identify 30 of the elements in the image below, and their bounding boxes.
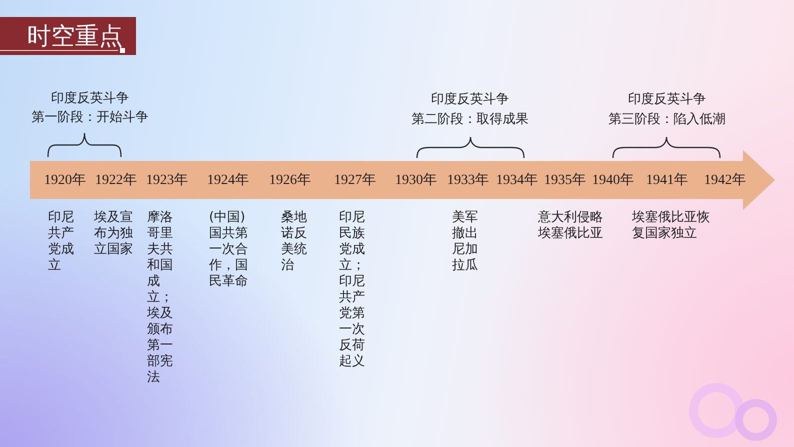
year-label: 1933年 — [447, 173, 489, 189]
event-text: 美军撤出尼加拉瓜 — [452, 210, 479, 274]
phase-label: 第一阶段：开始斗争 — [32, 110, 148, 126]
timeline-arrow — [30, 150, 775, 210]
event-text: 意大利侵略埃塞俄比亚 — [538, 210, 604, 242]
event-text: 埃及宣布为独立国家 — [94, 210, 134, 258]
period-heading: 印度反英斗争 — [431, 92, 509, 108]
year-label: 1940年 — [592, 173, 634, 189]
phase-label: 第三阶段：陷入低潮 — [608, 112, 726, 128]
year-label: 1920年 — [44, 173, 86, 189]
event-text: 印尼共产党成立 — [48, 210, 75, 274]
year-label: 1941年 — [646, 173, 688, 189]
year-label: 1923年 — [146, 173, 188, 189]
year-label: 1942年 — [704, 173, 746, 189]
year-label: 1927年 — [334, 173, 376, 189]
year-label: 1935年 — [544, 173, 586, 189]
event-text: 印尼民族党成立；印尼共产党第一次反荷起义 — [339, 210, 366, 370]
year-label: 1926年 — [269, 173, 311, 189]
event-text: 摩洛哥里夫共和国成立；埃及颁布第一部宪法 — [147, 210, 174, 386]
period-heading: 印度反英斗争 — [628, 92, 706, 108]
year-label: 1934年 — [496, 173, 538, 189]
event-text: (中国)国共第一次合作，国民革命 — [209, 210, 249, 290]
section-title: 时空重点 — [0, 17, 136, 55]
event-text: 埃塞俄比亚恢复国家独立 — [632, 210, 711, 242]
phase-label: 第二阶段：取得成果 — [412, 112, 528, 128]
year-label: 1924年 — [207, 173, 249, 189]
event-text: 桑地诺反美统治 — [281, 210, 308, 274]
year-label: 1930年 — [395, 173, 437, 189]
period-heading: 印度反英斗争 — [51, 91, 129, 107]
year-label: 1922年 — [95, 173, 137, 189]
